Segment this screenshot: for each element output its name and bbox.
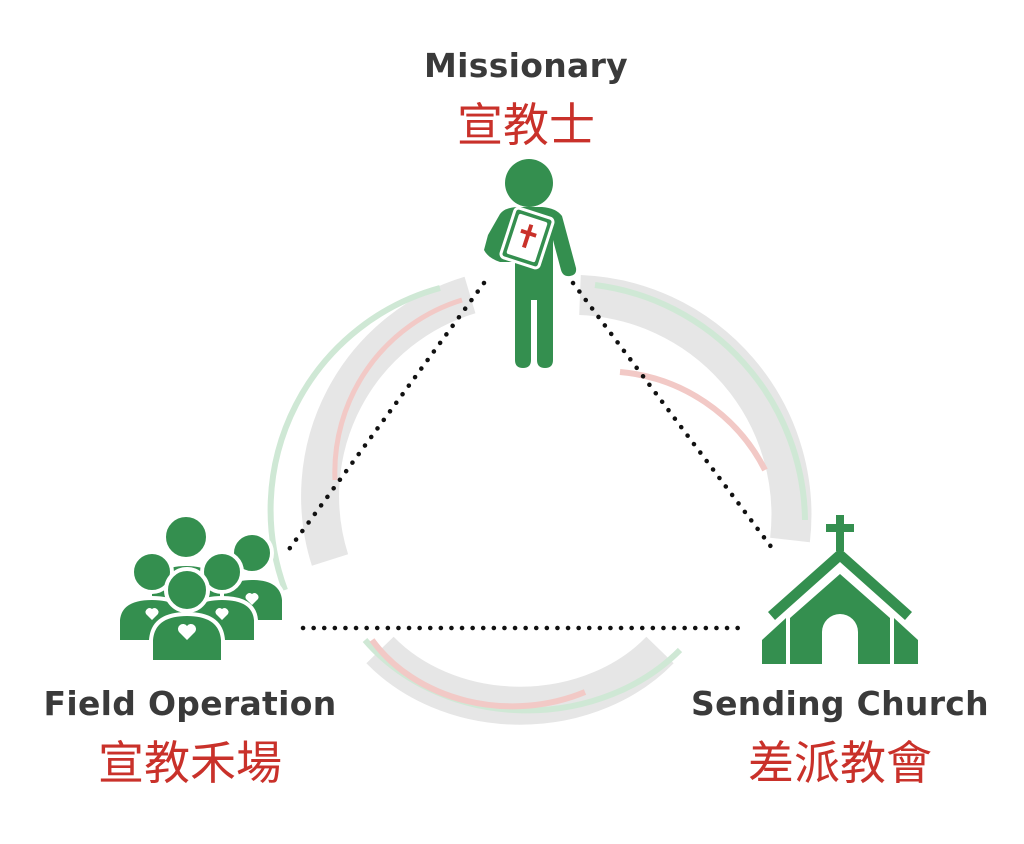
missionary-chinese: 宣教士 [457,98,595,152]
bottom-ring [362,636,683,725]
connector-lines [284,280,778,631]
field-operation-english: Field Operation [43,684,337,723]
sending-church-english: Sending Church [691,684,989,723]
sending-church-label: Sending Church 差派教會 [690,684,990,793]
connector-missionary-church [570,280,778,555]
missionary-label: Missionary 宣教士 [386,46,666,155]
heart-icons [145,593,259,640]
right-ring [579,275,812,543]
missionary-english: Missionary [424,46,628,85]
missionary-with-bible-icon [484,159,577,368]
sending-church-chinese: 差派教會 [748,736,932,790]
left-ring [267,276,476,592]
field-operation-chinese: 宣教禾場 [98,736,282,790]
church-icon [762,515,918,664]
connector-missionary-field [284,280,487,555]
field-operation-label: Field Operation 宣教禾場 [30,684,350,793]
people-group-icon [116,513,286,664]
